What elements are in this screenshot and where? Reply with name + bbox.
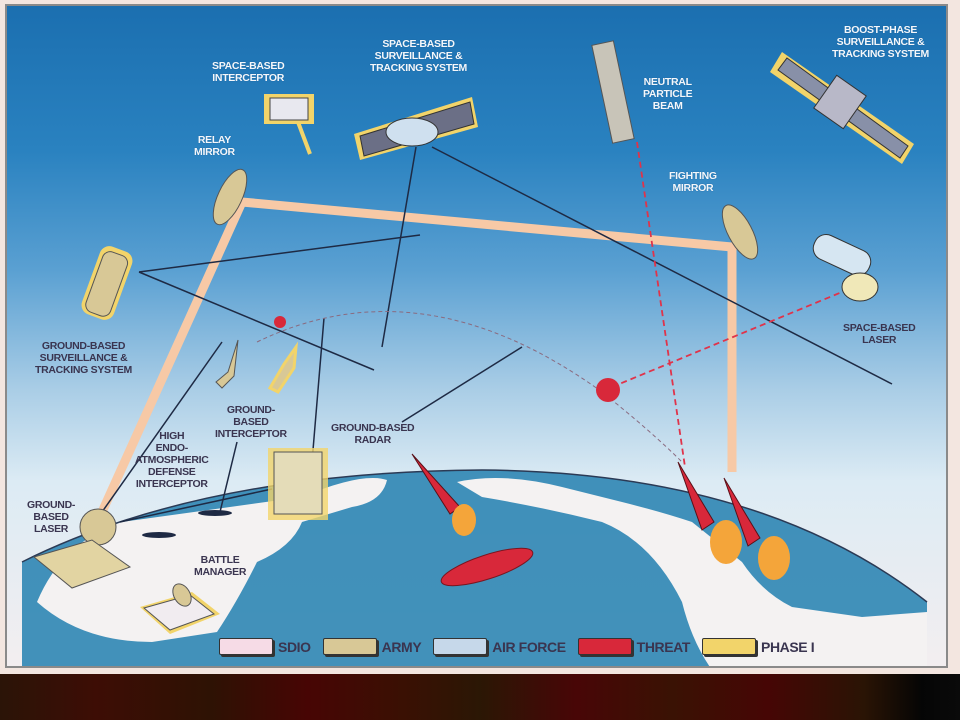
label-space-based-interceptor: SPACE-BASED INTERCEPTOR [212,60,285,84]
space-based-interceptor-sat [264,94,314,155]
battle-manager [140,583,220,634]
label-battle-manager: BATTLE MANAGER [194,554,247,578]
threat-missiles [411,453,790,580]
label-ground-based-radar: GROUND-BASED RADAR [331,422,415,446]
label-ground-based-laser: GROUND- BASED LASER [27,499,76,535]
label-boost-phase-surveillance: BOOST-PHASE SURVEILLANCE & TRACKING SYST… [832,24,930,60]
legend: SDIO ARMY AIR FORCE THREAT PHASE I [219,638,820,655]
legend-swatch-phase-1 [702,638,757,655]
legend-swatch-air-force [433,638,488,655]
land-right [457,478,927,666]
ground-based-radar [268,448,328,520]
threat-submarine [440,547,534,587]
diagram-illustration [21,40,928,666]
legend-item-phase-1: PHASE I [702,638,815,655]
legend-item-air-force: AIR FORCE [433,638,566,655]
label-neutral-particle-beam: NEUTRAL PARTICLE BEAM [643,76,693,112]
label-ground-based-interceptor: GROUND- BASED INTERCEPTOR [215,404,287,440]
sdi-diagram-panel: SPACE-BASED INTERCEPTOR SPACE-BASED SURV… [5,4,948,668]
threat-rv [596,378,620,402]
missile-trajectory [256,311,683,463]
legend-item-army: ARMY [322,638,422,655]
high-endo-interceptor [215,339,239,389]
ground-based-interceptor [267,341,299,394]
slide-frame: SPACE-BASED INTERCEPTOR SPACE-BASED SURV… [0,0,960,674]
label-space-based-surveillance: SPACE-BASED SURVEILLANCE & TRACKING SYST… [370,38,468,74]
legend-swatch-army [322,638,377,655]
label-ground-based-surveillance: GROUND-BASED SURVEILLANCE & TRACKING SYS… [35,340,133,376]
space-based-surveillance-sat [354,97,478,160]
boost-phase-surveillance-sat [770,52,914,164]
ground-based-surveillance-sensor [81,246,133,320]
fighting-mirror-sat [721,204,759,260]
neutral-particle-beam-sat [591,40,635,144]
label-space-based-laser: SPACE-BASED LASER [843,322,916,346]
label-fighting-mirror: FIGHTING MIRROR [669,170,717,194]
legend-swatch-sdio [219,638,273,655]
slide-bottom-bar [0,674,960,720]
label-relay-mirror: RELAY MIRROR [194,134,235,158]
relay-mirror-sat [212,168,248,226]
legend-swatch-threat [577,638,632,655]
space-based-laser-sat [812,233,879,302]
ground-laser-beam [97,197,737,514]
legend-item-threat: THREAT [577,638,690,655]
label-high-endo-interceptor: HIGH ENDO- ATMOSPHERIC DEFENSE INTERCEPT… [135,430,209,490]
ground-based-laser [32,508,132,589]
legend-item-sdio: SDIO [219,638,311,655]
